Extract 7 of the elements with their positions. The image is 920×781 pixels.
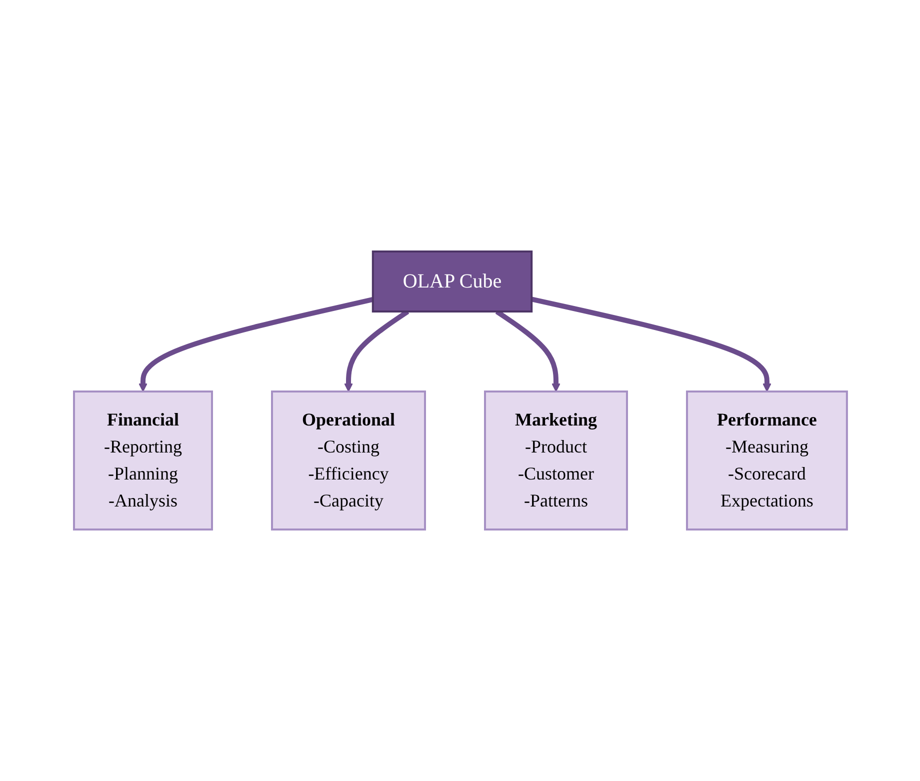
- arrow: [530, 296, 771, 392]
- node-box: Financial -Reporting -Planning -Analysis: [72, 390, 213, 530]
- arrow: [138, 297, 373, 392]
- node-box: Operational -Costing -Efficiency -Capacity: [270, 390, 426, 530]
- node-box: Performance -Measuring -Scorecard Expectations: [686, 390, 848, 530]
- node-box: OLAP Cube: [371, 250, 532, 312]
- node-box: Marketing -Product -Customer -Patterns: [484, 390, 628, 530]
